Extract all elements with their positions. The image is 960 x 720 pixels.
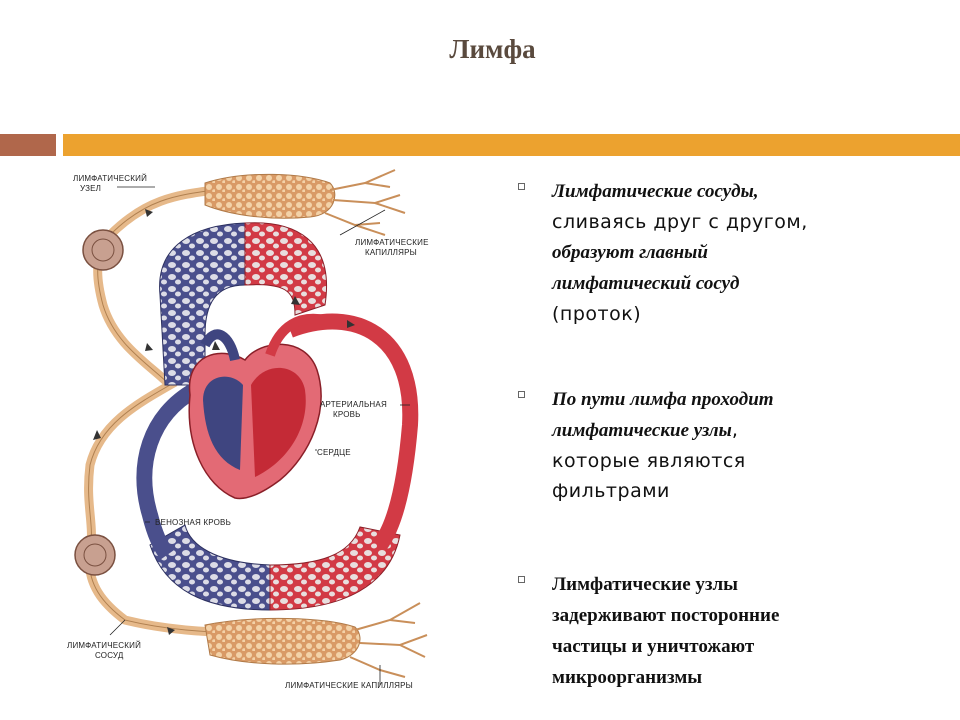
label-vessel-1: ЛИМФАТИЧЕСКИЙ [67, 641, 141, 650]
bullet-marker-icon [518, 183, 525, 190]
vein-loop [136, 383, 200, 560]
bullet-text-part: , [731, 419, 739, 441]
circulation-diagram-svg: ЛИМФАТИЧЕСКИЙ УЗЕЛ ЛИМФАТИЧЕСКИЕ КАПИЛЛЯ… [67, 169, 429, 690]
bullet-text-part: фильтрами [552, 480, 670, 502]
bullet-text-part: которые являются [552, 450, 746, 472]
label-vessel-2: СОСУД [95, 651, 124, 660]
capillary-network-upper-artery [244, 222, 327, 316]
header-band-right [63, 134, 960, 156]
label-heart: СЕРДЦЕ [317, 448, 351, 457]
label-capillaries-top-2: КАПИЛЛЯРЫ [365, 248, 417, 257]
lymph-capillaries-top [204, 173, 336, 219]
bullet-marker-icon [518, 391, 525, 398]
bullet-text-part: лимфатические узлы [552, 420, 732, 441]
bullet-text: Лимфатические сосуды, сливаясь друг с др… [552, 176, 952, 329]
lymph-node-bottom [74, 534, 116, 576]
label-lymph-node-1: ЛИМФАТИЧЕСКИЙ [73, 174, 147, 183]
bullet-text-part: микроорганизмы [552, 667, 703, 688]
label-capillaries-top-1: ЛИМФАТИЧЕСКИЕ [355, 238, 429, 247]
lymph-capillaries-bottom [204, 617, 361, 665]
capillary-branches-bottom [349, 602, 428, 678]
capillary-network-lower-artery [269, 526, 401, 611]
lymph-node-top [82, 229, 124, 271]
header-band-left [0, 134, 56, 156]
bullet-text-part: Лимфатические узлы [552, 574, 739, 595]
bullet-text-part: частицы и уничтожают [552, 636, 755, 657]
label-venous: ВЕНОЗНАЯ КРОВЬ [155, 518, 231, 527]
label-arterial-2: КРОВЬ [333, 410, 361, 419]
bullet-text: По пути лимфа проходит лимфатические узл… [552, 384, 952, 506]
label-arterial-1: АРТЕРИАЛЬНАЯ [320, 400, 387, 409]
bullet-text-part: Лимфатические сосуды, [552, 181, 759, 202]
bullet-text-part: задерживают посторонние [552, 605, 780, 626]
bullet-text-part: По пути лимфа проходит [552, 389, 774, 410]
bullet-text: Лимфатические узлы задерживают посторонн… [552, 569, 952, 693]
bullet-text-part: лимфатический сосуд [552, 273, 740, 294]
bullet-text-part: образуют главный [552, 242, 708, 263]
bullet-marker-icon [518, 576, 525, 583]
capillary-network-lower-vein [149, 524, 271, 611]
artery-loop [287, 313, 419, 550]
bullet-text-part: сливаясь друг с другом, [552, 211, 808, 233]
slide-title: Лимфа [449, 34, 536, 64]
capillary-branches-top [324, 169, 406, 236]
label-lymph-node-2: УЗЕЛ [80, 184, 101, 193]
label-capillaries-bottom: ЛИМФАТИЧЕСКИЕ КАПИЛЛЯРЫ [285, 681, 413, 690]
flow-arrows [93, 209, 355, 635]
circulation-diagram: ЛИМФАТИЧЕСКИЙ УЗЕЛ ЛИМФАТИЧЕСКИЕ КАПИЛЛЯ… [55, 165, 475, 700]
bullet-text-part: (проток) [552, 303, 642, 325]
